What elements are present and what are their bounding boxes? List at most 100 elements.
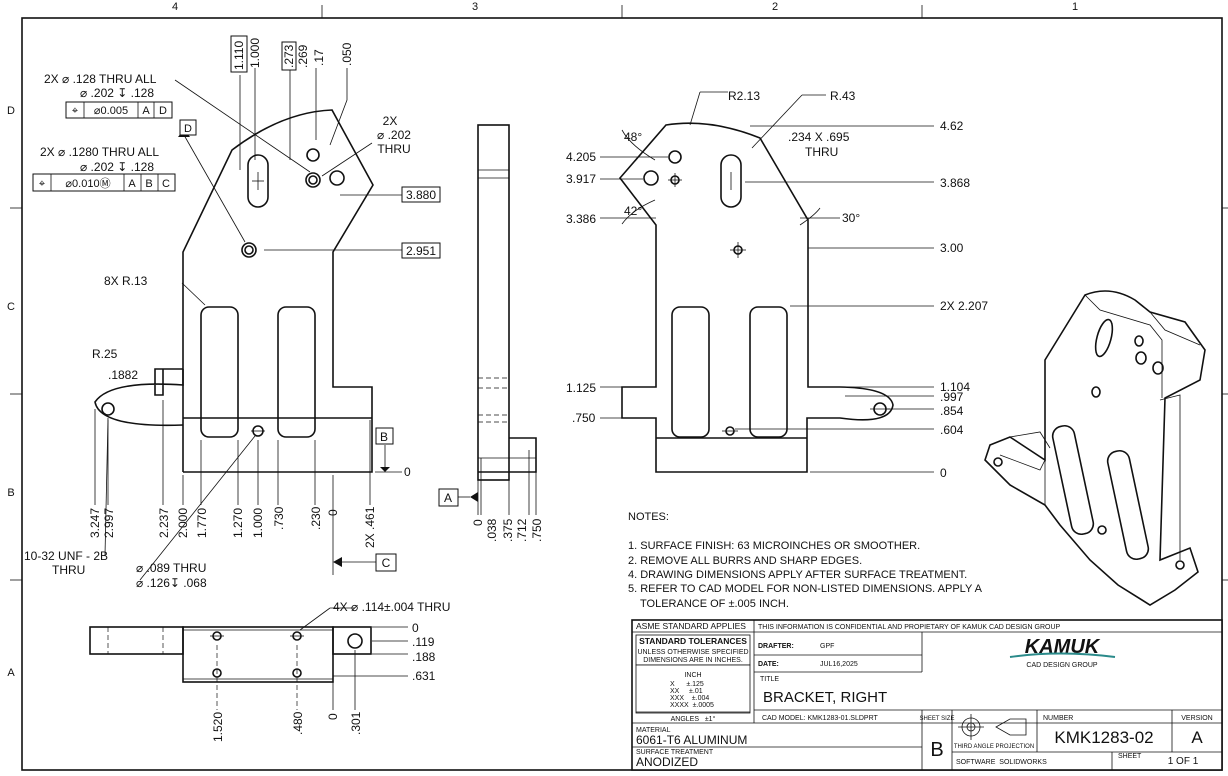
version-value: A <box>1191 728 1203 747</box>
note-item: TOLERANCE OF ±.005 INCH. <box>628 598 789 610</box>
note-202: ⌀ .202 <box>377 128 411 142</box>
dim-2951: 2.951 <box>406 244 436 258</box>
surface-label: SURFACE TREATMENT <box>636 749 714 756</box>
side-view <box>458 124 537 515</box>
front-bottom-dims: 3.247 2.997 2.237 2.000 1.770 1.270 1.00… <box>88 506 377 548</box>
date-label: DATE: <box>758 661 779 668</box>
svg-text:D: D <box>159 105 167 117</box>
bottom-right-dim: .188 <box>412 650 436 664</box>
tol-row: XXX ±.004 <box>670 695 709 702</box>
note-item: 2. REMOVE ALL BURRS AND SHARP EDGES. <box>628 555 862 567</box>
rear-left-dim: 3.386 <box>566 212 596 226</box>
svg-text:CAD DESIGN GROUP: CAD DESIGN GROUP <box>1026 662 1098 669</box>
angle-30: 30° <box>842 211 860 225</box>
dim-3880: 3.880 <box>406 188 436 202</box>
notes-block: NOTES: 1. SURFACE FINISH: 63 MICROINCHES… <box>628 511 983 610</box>
datum-b-label: B <box>380 430 388 444</box>
dim-bottom: 1.000 <box>251 508 265 538</box>
radius-note: 8X R.13 <box>104 274 148 288</box>
title-block: ASME STANDARD APPLIES THIS INFORMATION I… <box>631 619 1223 771</box>
svg-text:⌖: ⌖ <box>72 105 78 117</box>
slot-note: THRU <box>805 145 838 159</box>
dim-bottom: 2.997 <box>102 508 116 538</box>
notes-header: NOTES: <box>628 511 669 523</box>
rear-right-dim: .854 <box>940 404 964 418</box>
hole-089: ⌀ .089 THRU <box>136 561 206 575</box>
zone-label-top: 4 <box>172 1 178 13</box>
slot-note: .234 X .695 <box>788 130 850 144</box>
dim-top: .050 <box>340 42 354 66</box>
dim-top: 1.110 <box>232 41 246 70</box>
hole-note-1280-cbore: ⌀ .202 ↧ .128 <box>80 160 154 174</box>
rear-r213: R2.13 <box>728 89 760 103</box>
side-dim: .375 <box>501 518 515 542</box>
zone-label-side: A <box>7 667 15 679</box>
dim-bottom: .230 <box>309 506 323 530</box>
rear-right-dim: 3.868 <box>940 176 970 190</box>
bottom-right-dim: 0 <box>412 621 419 635</box>
rear-view-outline <box>618 122 894 473</box>
dim-bottom: 1.770 <box>195 508 209 538</box>
note-202: THRU <box>377 142 410 156</box>
drawing-number: KMK1283-02 <box>1054 728 1153 747</box>
rear-left-dim: 3.917 <box>566 172 596 186</box>
surface-value: ANODIZED <box>636 755 698 769</box>
bottom-dim: 0 <box>326 713 340 720</box>
bottom-dim: .480 <box>291 711 305 735</box>
note-202: 2X <box>383 114 398 128</box>
isometric-view <box>984 290 1206 606</box>
rear-right-dim: 1.104 <box>940 380 970 394</box>
drafter-label: DRAFTER: <box>758 643 794 650</box>
number-label: NUMBER <box>1043 715 1073 722</box>
rear-left-dim: 1.125 <box>566 381 596 395</box>
datum-d-label: D <box>184 123 192 135</box>
zone-label-side: C <box>7 301 15 313</box>
zone-label-side: D <box>7 105 15 117</box>
std-tol-label: STANDARD TOLERANCES <box>639 636 747 646</box>
thread-note: THRU <box>52 563 85 577</box>
rear-right-dim: 2X 2.207 <box>940 299 988 313</box>
version-label: VERSION <box>1181 715 1213 722</box>
feature-control-frame-2: ⌖ ⌀0.010Ⓜ A B C <box>32 173 176 192</box>
sheet-size: B <box>930 739 943 761</box>
sheet-size-label: SHEET SIZE <box>920 716 955 722</box>
side-dim: .750 <box>530 518 544 542</box>
dim-top: .269 <box>296 44 310 68</box>
dim-zero-b: 0 <box>404 465 411 479</box>
hole-note-128: 2X ⌀ .128 THRU ALL <box>44 72 157 86</box>
confidential-label: THIS INFORMATION IS CONFIDENTIAL AND PRO… <box>758 624 1061 631</box>
zone-label-side: B <box>7 487 14 499</box>
hole-note-128-cbore: ⌀ .202 ↧ .128 <box>80 86 154 100</box>
bottom-dim: .301 <box>349 711 363 735</box>
projection-label: THIRD ANGLE PROJECTION <box>954 744 1034 750</box>
tol-row: XXXX ±.0005 <box>670 702 714 709</box>
dim-1882: .1882 <box>108 368 138 382</box>
bottom-dim: 1.520 <box>211 712 225 742</box>
rear-right-dim: .604 <box>940 423 964 437</box>
front-view <box>94 68 402 581</box>
datum-a-label: A <box>444 491 452 505</box>
thread-note: 10-32 UNF - 2B <box>24 549 108 563</box>
svg-text:⌀0.010Ⓜ: ⌀0.010Ⓜ <box>65 177 110 190</box>
rear-right-dim: 4.62 <box>940 119 964 133</box>
note-item: 1. SURFACE FINISH: 63 MICROINCHES OR SMO… <box>628 540 920 552</box>
bottom-right-dim: .119 <box>412 635 435 649</box>
zone-label-top: 1 <box>1072 1 1078 13</box>
dim-bottom: .730 <box>272 506 286 530</box>
rear-view <box>600 91 934 473</box>
unless-label: DIMENSIONS ARE IN INCHES. <box>643 657 743 664</box>
hole-089-cbore: ⌀ .126↧ .068 <box>136 576 207 590</box>
material-label: MATERIAL <box>636 727 671 734</box>
dim-top: .17 <box>312 49 326 66</box>
bottom-hole-note: 4X ⌀ .114±.004 THRU <box>333 600 450 614</box>
dim-bottom: 2X .461 <box>363 506 377 548</box>
angles-label: ANGLES ±1° <box>671 715 716 723</box>
dim-bottom: 0 <box>326 509 340 516</box>
dim-bottom: 2.000 <box>176 508 190 538</box>
zone-label-top: 3 <box>472 1 478 13</box>
drafter-value: GPF <box>820 643 834 650</box>
dim-top: 1.000 <box>248 38 262 68</box>
bottom-view <box>89 607 408 710</box>
